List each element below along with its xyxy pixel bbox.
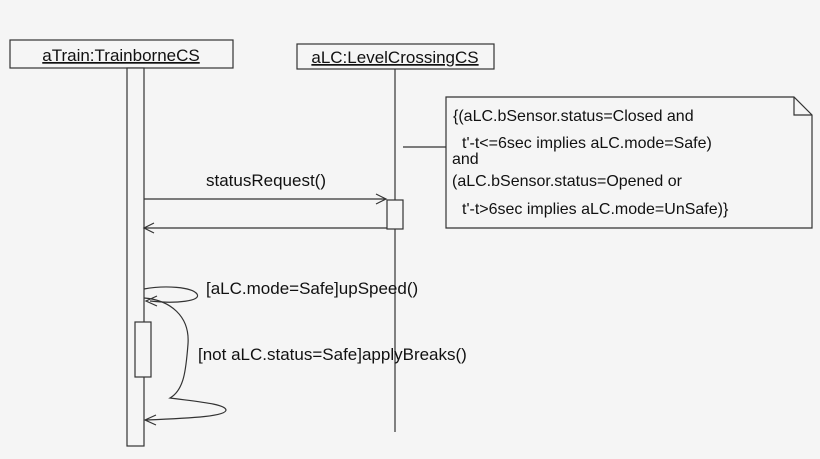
apply-breaks-loop <box>143 297 227 421</box>
status-return-arrowhead <box>142 222 155 234</box>
object-level-crossing: aLC:LevelCrossingCS <box>296 43 495 70</box>
apply-breaks-label: [not aLC.status=Safe]applyBreaks() <box>198 345 467 364</box>
up-speed-label: [aLC.mode=Safe]upSpeed() <box>206 279 418 298</box>
note-line-3: and <box>452 151 479 168</box>
object-train-label: aTrain:TrainborneCS <box>42 46 199 65</box>
up-speed-arrowhead <box>144 295 158 307</box>
note-body <box>445 96 813 229</box>
constraint-note: {(aLC.bSensor.status=Closed and t'-t<=6s… <box>445 96 813 229</box>
up-speed-loop <box>143 286 199 303</box>
note-line-4: (aLC.bSensor.status=Opened or <box>452 173 683 190</box>
note-line-1: {(aLC.bSensor.status=Closed and <box>453 108 694 125</box>
status-request-label: statusRequest() <box>206 171 326 190</box>
activation-train-nested <box>134 321 152 378</box>
note-line-2: t'-t<=6sec implies aLC.mode=Safe) <box>462 135 712 152</box>
object-train: aTrain:TrainborneCS <box>9 39 234 69</box>
object-level-crossing-box <box>296 43 495 70</box>
object-train-box <box>9 39 234 69</box>
activation-level-crossing <box>386 199 404 230</box>
status-request-arrowhead <box>375 193 388 205</box>
note-fold <box>793 97 812 116</box>
activation-train <box>126 67 145 447</box>
apply-breaks-arrowhead <box>143 414 157 426</box>
note-line-5: t'-t>6sec implies aLC.mode=UnSafe)} <box>462 201 729 218</box>
object-level-crossing-label: aLC:LevelCrossingCS <box>311 48 478 67</box>
